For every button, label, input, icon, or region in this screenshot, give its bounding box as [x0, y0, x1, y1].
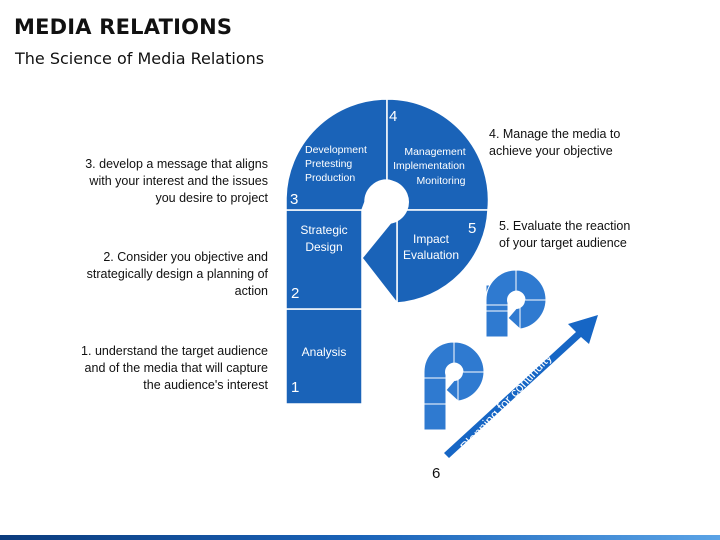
note-step3-line3: you desire to project: [155, 191, 268, 205]
step4-number: 4: [389, 108, 397, 125]
step2-label-line2: Design: [305, 240, 342, 254]
small-p1-tile-2: [423, 377, 447, 405]
step3-label-line2: Pretesting: [305, 158, 352, 170]
small-p-1: [423, 341, 485, 431]
page-title: MEDIA RELATIONS: [14, 15, 233, 39]
note-step2-line1: 2. Consider you objective and: [103, 250, 268, 264]
step4-label-line2: Implementation: [393, 160, 465, 172]
note-step1-line2: and of the media that will capture: [84, 361, 268, 375]
step4-label-line3: Monitoring: [416, 175, 465, 187]
step2-label-line1: Strategic: [300, 223, 347, 237]
note-step3: 3. develop a message that aligns with yo…: [85, 156, 268, 207]
step3-label-line3: Production: [305, 172, 355, 184]
step1-number: 1: [291, 379, 299, 396]
small-p1-tile-5: [457, 371, 485, 402]
step5-number: 5: [468, 220, 476, 237]
step3-number: 3: [290, 191, 298, 208]
small-p1-tile-6: [445, 374, 459, 403]
step4-label-line1: Management: [404, 146, 465, 158]
note-step1: 1. understand the target audience and of…: [81, 343, 268, 394]
step6-number: 6: [432, 465, 440, 482]
step2-segment: [285, 209, 363, 310]
note-step4: 4. Manage the media to achieve your obje…: [489, 126, 620, 160]
note-step5-line1: 5. Evaluate the reaction: [499, 219, 631, 233]
note-step1-line3: the audience's interest: [143, 378, 268, 392]
small-p2-hole: [507, 291, 525, 309]
note-step2-line2: strategically design a planning of: [86, 267, 268, 281]
small-p1-tile-1: [423, 403, 447, 431]
footer-gradient-bar: [0, 535, 720, 540]
note-step2: 2. Consider you objective and strategica…: [87, 249, 268, 300]
page-subtitle: The Science of Media Relations: [15, 49, 265, 68]
step5-label-line1: Impact: [413, 232, 450, 246]
p-center-notch: [362, 210, 397, 258]
note-step5-line2: of your target audience: [499, 236, 627, 250]
note-step5: 5. Evaluate the reaction of your target …: [499, 218, 630, 252]
continuity-arrow-shape: [444, 315, 598, 458]
small-p2-tile-5: [519, 299, 547, 330]
small-p2-tile-1: [485, 310, 509, 338]
step5-label-line2: Evaluation: [403, 248, 459, 262]
step2-number: 2: [291, 285, 299, 302]
note-step4-line2: achieve your objective: [489, 144, 613, 158]
note-step2-line3: action: [234, 284, 268, 298]
step1-segment: [285, 308, 363, 405]
step1-label: Analysis: [302, 345, 347, 359]
small-p1-hole: [445, 363, 463, 381]
step3-label-line1: Development: [305, 144, 367, 156]
note-step1-line1: 1. understand the target audience: [81, 344, 268, 358]
note-step3-line1: 3. develop a message that aligns: [85, 157, 268, 171]
big-p-shape: [285, 98, 490, 405]
small-p2-tile-6: [507, 302, 521, 331]
note-step4-line1: 4. Manage the media to: [489, 127, 621, 141]
note-step3-line2: with your interest and the issues: [89, 174, 268, 188]
